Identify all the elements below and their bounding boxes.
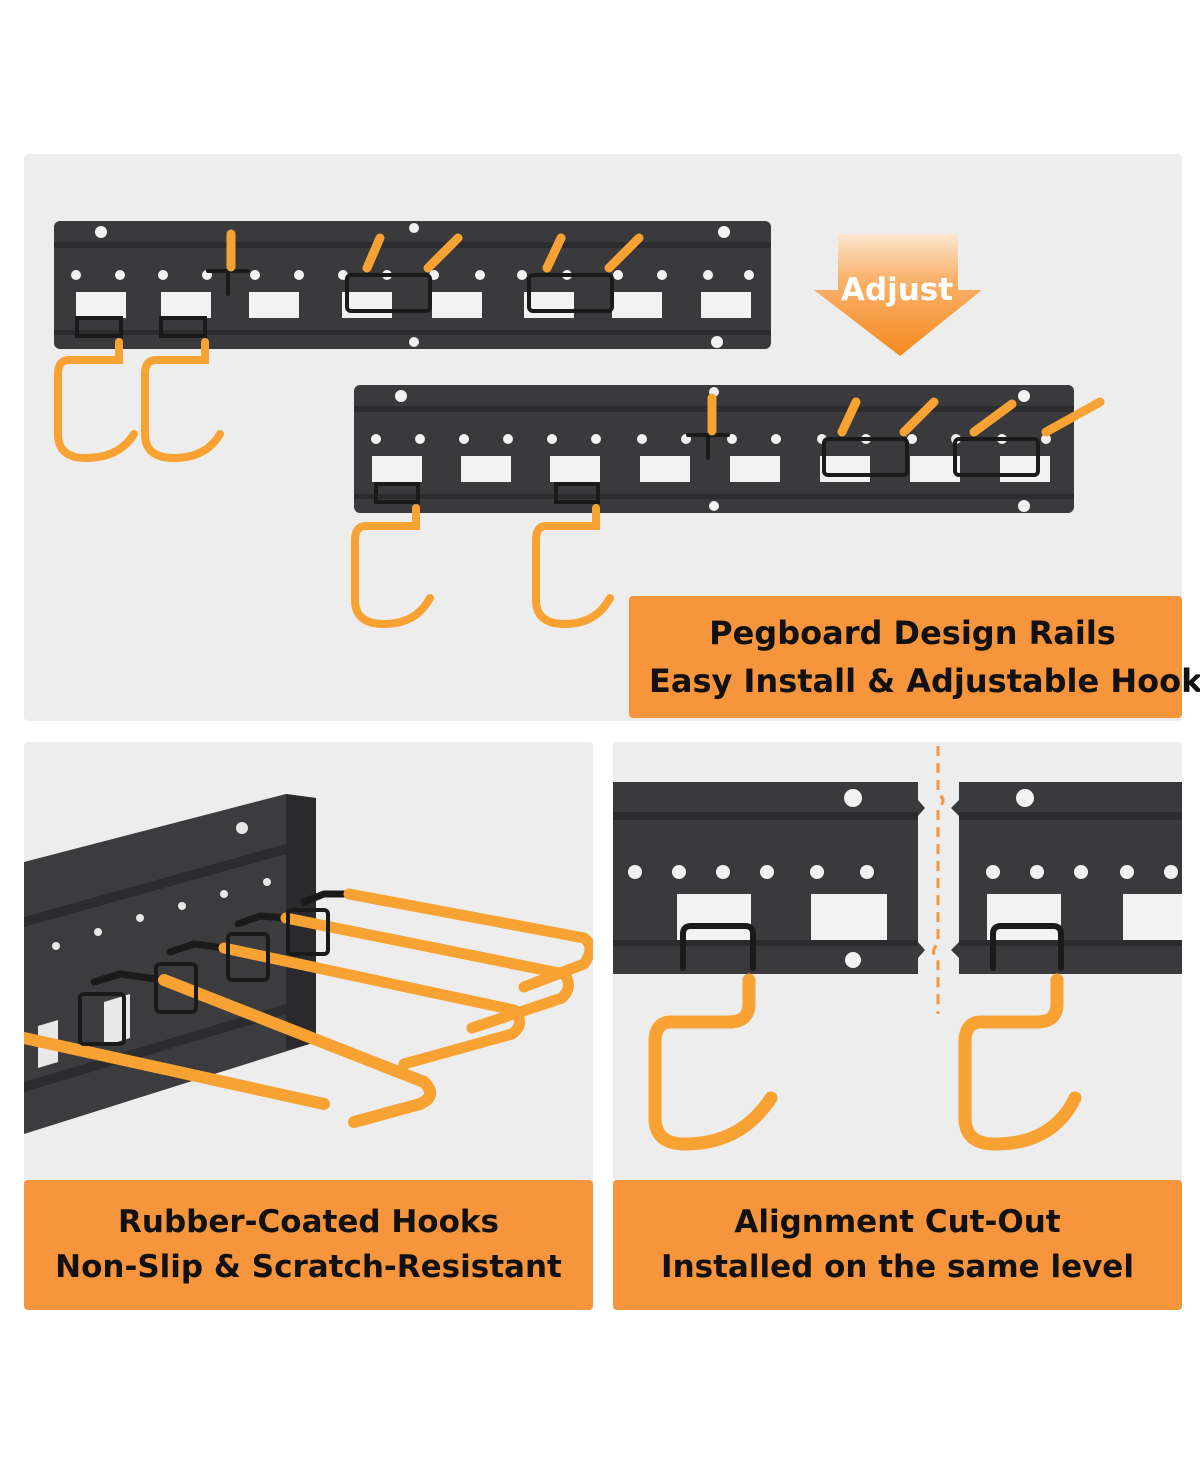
left-rail-segment — [613, 782, 925, 974]
right-rail-segment — [951, 782, 1182, 974]
adjust-arrow-icon — [814, 234, 982, 356]
caption-line-1: Pegboard Design Rails — [709, 614, 1116, 652]
adjust-label: Adjust — [840, 272, 954, 308]
alignment-illustration — [613, 746, 1182, 1151]
caption-line-2: Installed on the same level — [661, 1249, 1134, 1285]
feature-caption-alignment: Alignment Cut-Out Installed on the same … — [613, 1180, 1182, 1310]
s-hooks — [648, 923, 1082, 1151]
feature-caption-rails: Pegboard Design Rails Easy Install & Adj… — [629, 596, 1200, 718]
alignment-guide-line — [932, 746, 945, 1014]
feature-caption-coated-hooks: Rubber-Coated Hooks Non-Slip & Scratch-R… — [24, 1180, 593, 1310]
upper-rail — [54, 221, 771, 463]
coated-hooks-illustration — [24, 794, 593, 1134]
caption-line-1: Alignment Cut-Out — [734, 1204, 1061, 1240]
caption-line-2: Non-Slip & Scratch-Resistant — [55, 1249, 562, 1285]
coated-hook-set — [24, 888, 593, 1128]
lower-rail — [351, 385, 1105, 629]
caption-line-1: Rubber-Coated Hooks — [118, 1204, 499, 1240]
adjustable-rails-panel — [24, 154, 1182, 721]
rails-illustration — [54, 221, 1105, 629]
caption-line-2: Easy Install & Adjustable Hooks — [649, 662, 1200, 700]
